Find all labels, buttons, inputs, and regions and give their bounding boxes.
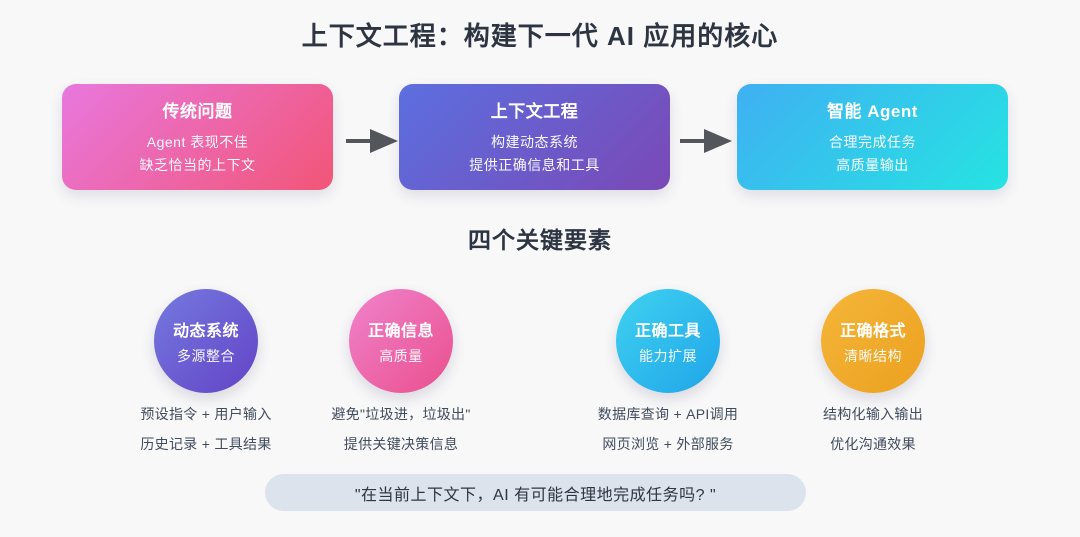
caption-line: 优化沟通效果 (830, 436, 916, 452)
section-heading: 四个关键要素 (468, 227, 612, 253)
quote-pill: "在当前上下文下，AI 有可能合理地完成任务吗? " (265, 474, 806, 511)
circle-subtitle: 多源整合 (177, 347, 235, 364)
element-caption-dynamic-system: 预设指令 + 用户输入 历史记录 + 工具结果 (86, 399, 326, 459)
flow-box-line: 合理完成任务 (829, 134, 916, 150)
circle-title: 正确工具 (634, 322, 701, 340)
flow-box-smart-agent: 智能 Agent 合理完成任务 高质量输出 (737, 84, 1008, 190)
circle-title: 正确信息 (367, 322, 434, 340)
element-caption-right-tools: 数据库查询 + API调用 网页浏览 + 外部服务 (548, 399, 788, 459)
caption-line: 提供关键决策信息 (343, 436, 459, 452)
arrow-right-icon (346, 129, 398, 153)
flow-box-title: 智能 Agent (827, 102, 918, 121)
circle-subtitle: 能力扩展 (639, 347, 697, 364)
quote-text: "在当前上下文下，AI 有可能合理地完成任务吗? " (354, 486, 717, 504)
flow-box-line: 构建动态系统 (491, 134, 578, 150)
caption-line: 结构化输入输出 (822, 406, 924, 422)
caption-line: 数据库查询 + API调用 (597, 406, 739, 422)
flow-box-title: 传统问题 (162, 102, 233, 121)
circle-subtitle: 清晰结构 (844, 347, 902, 364)
element-circle-right-format: 正确格式 清晰结构 (821, 289, 925, 393)
caption-line: 历史记录 + 工具结果 (140, 436, 272, 452)
caption-line: 避免"垃圾进，垃圾出" (331, 406, 471, 422)
flow-box-line: 高质量输出 (836, 157, 909, 173)
arrow-right-icon (680, 129, 732, 153)
element-caption-right-format: 结构化输入输出 优化沟通效果 (753, 399, 993, 459)
flow-box-line: 缺乏恰当的上下文 (139, 157, 256, 173)
circle-subtitle: 高质量 (379, 347, 423, 364)
element-circle-dynamic-system: 动态系统 多源整合 (154, 289, 258, 393)
element-circle-right-information: 正确信息 高质量 (349, 289, 453, 393)
flow-box-line: Agent 表现不佳 (146, 134, 249, 150)
caption-line: 预设指令 + 用户输入 (140, 406, 272, 422)
flow-box-context-engineering: 上下文工程 构建动态系统 提供正确信息和工具 (399, 84, 670, 190)
flow-box-title: 上下文工程 (490, 102, 579, 121)
caption-line: 网页浏览 + 外部服务 (602, 436, 734, 452)
element-circle-right-tools: 正确工具 能力扩展 (616, 289, 720, 393)
element-caption-right-information: 避免"垃圾进，垃圾出" 提供关键决策信息 (281, 399, 521, 459)
flow-box-traditional-problem: 传统问题 Agent 表现不佳 缺乏恰当的上下文 (62, 84, 333, 190)
page-title: 上下文工程：构建下一代 AI 应用的核心 (301, 21, 779, 51)
circle-title: 动态系统 (172, 322, 239, 340)
flow-box-line: 提供正确信息和工具 (469, 157, 600, 173)
circle-title: 正确格式 (839, 322, 906, 340)
